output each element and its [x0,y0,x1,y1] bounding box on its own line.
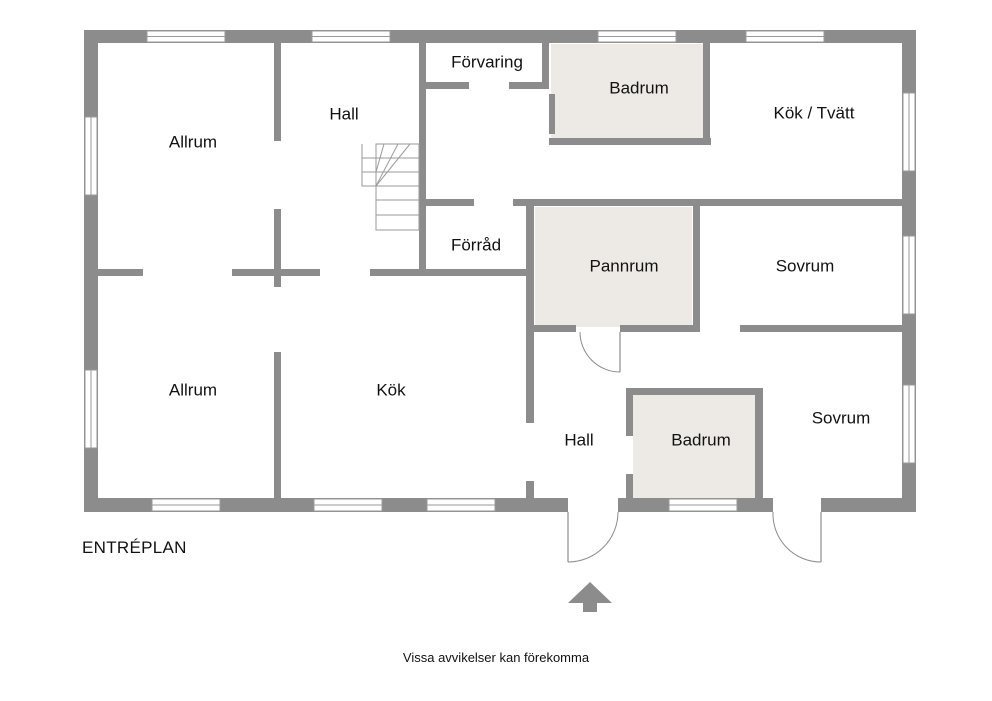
room-label-sovrum-top: Sovrum [776,256,835,275]
room-label-allrum-bottom: Allrum [169,380,217,399]
room-label-forvaring: Förvaring [451,52,523,71]
room-label-badrum-top: Badrum [609,78,669,97]
plan-title: ENTRÉPLAN [82,538,187,557]
staircase [361,143,420,231]
badrum-bottom-floor [633,395,755,499]
interior-walls [98,43,902,499]
room-label-forrad: Förråd [451,235,501,254]
room-label-pannrum: Pannrum [590,256,659,275]
room-label-hall-top: Hall [329,104,358,123]
room-label-kok-tvatt: Kök / Tvätt [774,103,855,122]
badrum-top-floor [551,44,703,138]
entrance-arrow-icon [568,582,612,612]
doors [567,331,822,563]
room-label-hall-bottom: Hall [564,430,593,449]
room-label-badrum-bottom: Badrum [671,430,731,449]
room-label-kok: Kök [376,380,406,399]
pannrum-floor [535,207,692,327]
windows [84,30,916,512]
room-label-allrum-top: Allrum [169,132,217,151]
disclaimer-text: Vissa avvikelser kan förekomma [402,650,590,665]
room-label-sovrum-bottom: Sovrum [812,408,871,427]
